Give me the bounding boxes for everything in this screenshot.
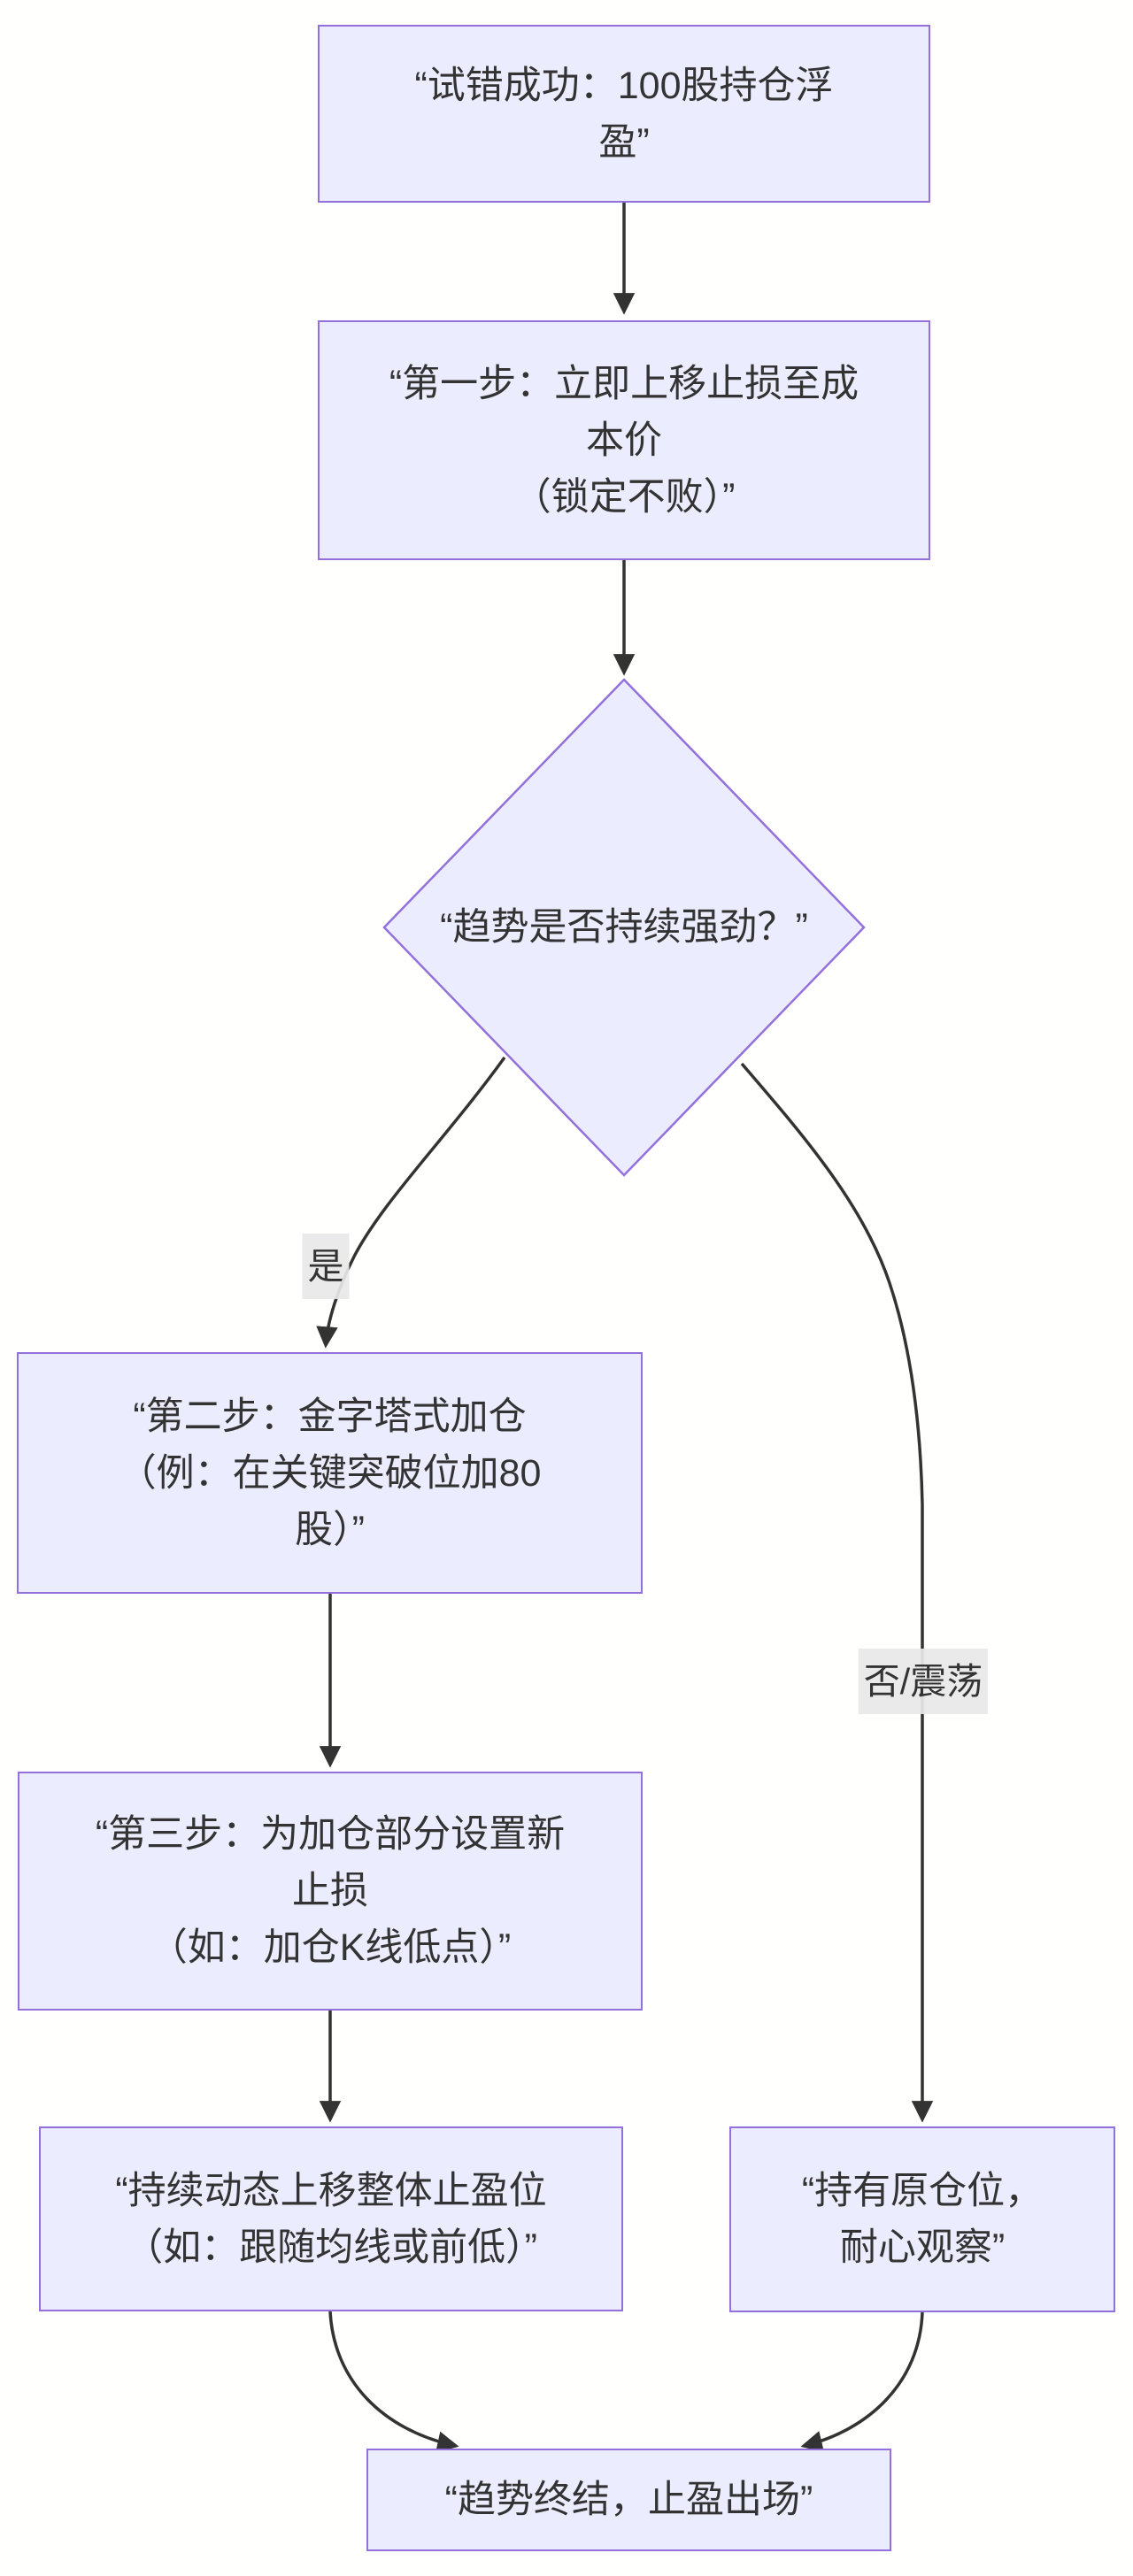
node-text-line: （例：在关键突破位加80 (118, 1451, 542, 1495)
node-text-line: “持续动态上移整体止盈位 (115, 2169, 547, 2212)
node-exit-take-profit: “趋势终结，止盈出场” (366, 2449, 891, 2551)
edge-decision-no-to-hold (740, 1062, 934, 2123)
edge-label-no-range: 否/震荡 (858, 1649, 989, 1714)
node-text-line: 耐心观察” (839, 2226, 1006, 2269)
node-step2-pyramid-add: “第二步：金字塔式加仓 （例：在关键突破位加80 股）” (17, 1352, 643, 1594)
node-text-line: “趋势是否持续强劲？” (440, 906, 808, 949)
node-text-line: “持有原仓位， (801, 2170, 1044, 2212)
node-text-line: “试错成功：100股持仓浮 (414, 64, 834, 107)
node-step1-move-stoploss: “第一步：立即上移止损至成 本价 （锁定不败）” (318, 320, 930, 560)
node-text-line: “第二步：金字塔式加仓 (133, 1395, 527, 1438)
edge-trail-to-exit (328, 2311, 459, 2453)
node-text-line: 股）” (295, 1508, 365, 1551)
node-text-line: “趋势终结，止盈出场” (444, 2479, 813, 2521)
edge-decision-yes-to-step2 (316, 1056, 506, 1349)
node-text-line: （锁定不败）” (513, 475, 736, 519)
node-trial-success: “试错成功：100股持仓浮 盈” (318, 25, 930, 203)
node-text-line: 本价 (586, 419, 662, 462)
node-trail-take-profit: “持续动态上移整体止盈位 （如：跟随均线或前低）” (39, 2126, 623, 2311)
node-step3-new-stoploss: “第三步：为加仓部分设置新 止损 （如：加仓K线低点）” (18, 1772, 643, 2011)
node-text-line: （如：跟随均线或前低）” (125, 2226, 537, 2269)
node-text-line: “第一步：立即上移止损至成 (389, 362, 859, 405)
edge-hold-to-exit (800, 2311, 924, 2452)
node-text-line: “第三步：为加仓部分设置新 (95, 1813, 566, 1856)
node-text-line: 止损 (292, 1870, 368, 1912)
node-text-line: （如：加仓K线低点）” (149, 1926, 512, 1969)
node-text-line: 盈” (598, 120, 650, 164)
node-decision-trend-strong: “趋势是否持续强劲？” (440, 899, 808, 956)
node-hold-position: “持有原仓位， 耐心观察” (729, 2126, 1115, 2312)
edge-label-yes: 是 (302, 1234, 350, 1299)
decision-diamond-shape (382, 678, 866, 1177)
